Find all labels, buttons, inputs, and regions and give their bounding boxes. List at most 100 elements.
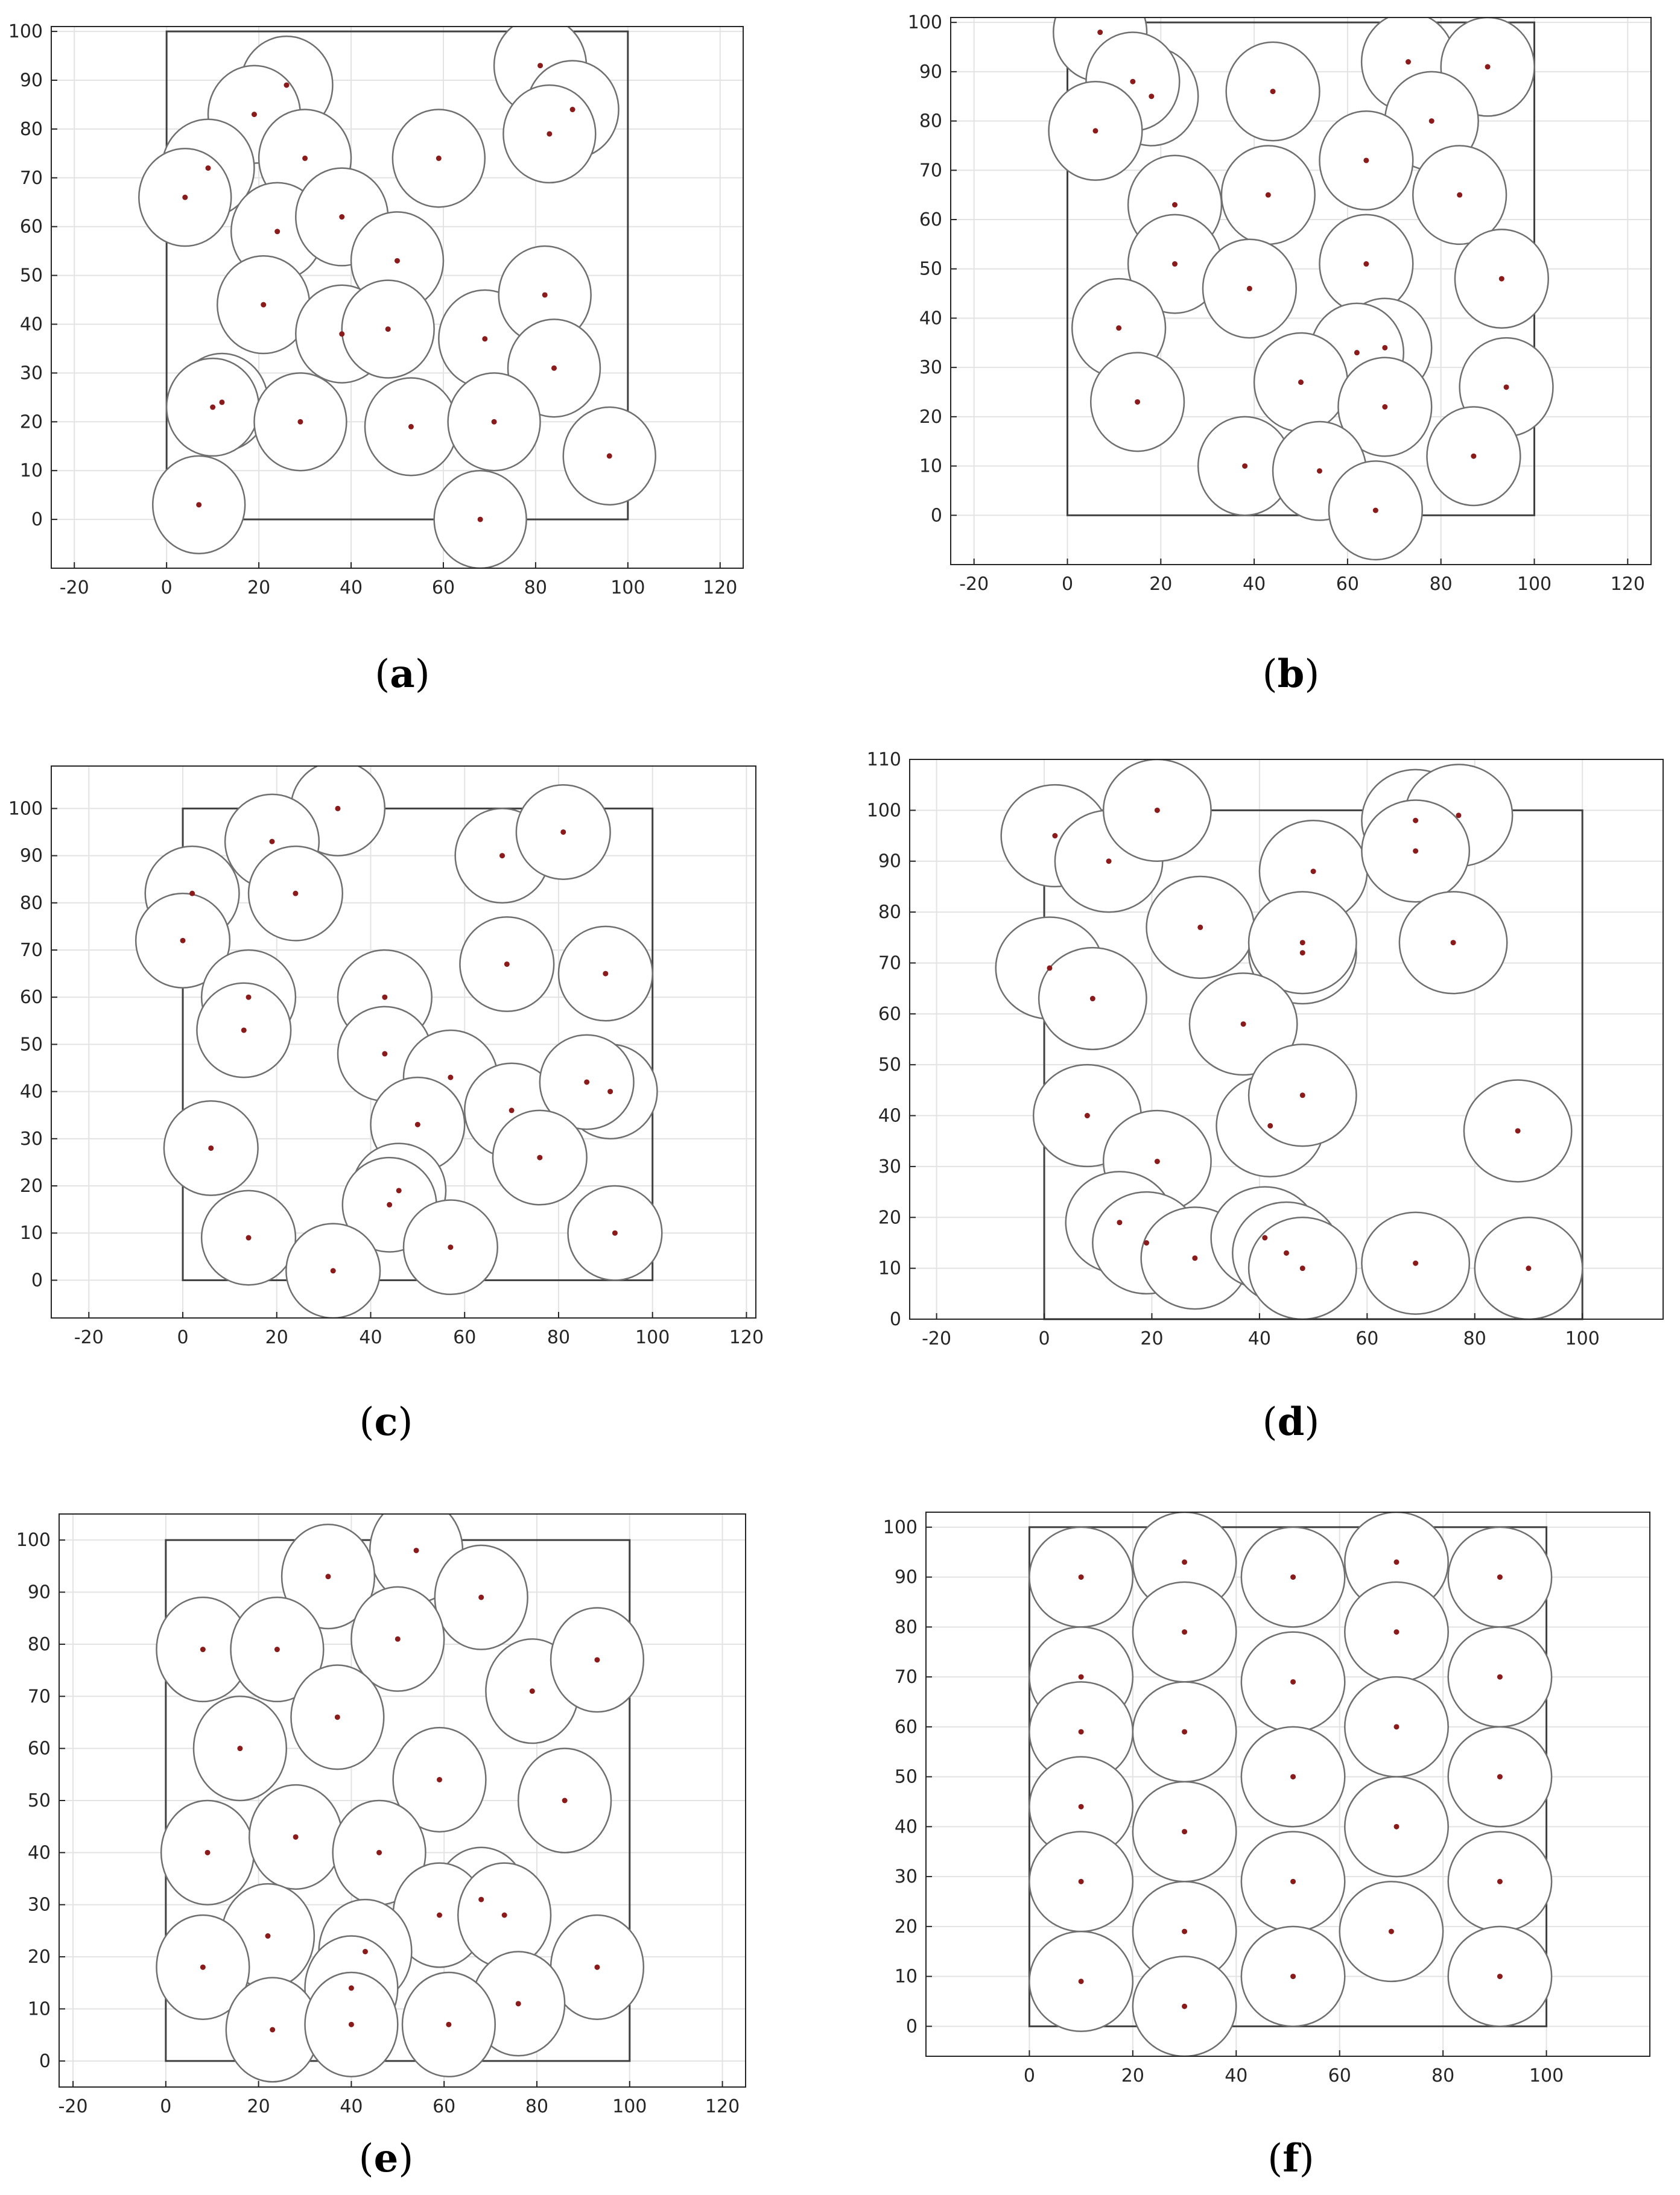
center-point [180,937,186,943]
y-tick-label: 30 [919,357,942,378]
panel-label-open: ( [1263,1400,1278,1445]
center-point [603,971,609,977]
center-point [241,1027,247,1033]
y-tick-label: 10 [28,1998,51,2019]
y-tick-label: 50 [28,1790,51,1811]
y-tick-label: 0 [31,1270,43,1291]
panel-label-open: ( [375,652,390,697]
x-tick-label: 0 [1038,1328,1050,1349]
center-point [382,994,388,1000]
x-tick-label: 40 [1243,574,1266,595]
center-point [478,1896,484,1902]
y-tick-label: 20 [20,411,43,432]
center-point [297,419,303,425]
center-point [1515,1128,1521,1134]
center-point [330,1268,336,1274]
center-point [387,1202,393,1208]
center-point [1117,1220,1123,1226]
y-tick-label: 40 [895,1816,918,1837]
center-point [562,1797,568,1804]
y-tick-label: 40 [20,1082,43,1103]
center-point [1299,940,1305,946]
y-tick-label: 90 [28,1582,51,1603]
center-point [325,1574,331,1580]
center-point [501,1912,507,1918]
center-point [1363,157,1369,163]
center-point [1078,1804,1084,1810]
center-point [1172,202,1178,208]
center-point [1382,404,1388,410]
y-tick-label: 70 [20,168,43,189]
y-tick-label: 30 [878,1156,901,1177]
center-point [261,302,267,308]
center-point [499,853,506,859]
center-point [1450,940,1456,946]
y-tick-label: 60 [28,1738,51,1759]
y-tick-label: 100 [8,798,43,819]
panel-label-open: ( [359,2136,374,2181]
center-point [1267,1123,1273,1129]
x-tick-label: 20 [1140,1328,1163,1349]
center-point [1388,1928,1394,1934]
y-tick-label: 90 [878,851,901,872]
circle-group [1029,1512,1553,2056]
y-tick-label: 50 [919,259,942,280]
panel-label-letter: c [375,1399,398,1445]
center-point [1471,453,1477,459]
center-point [529,1688,535,1694]
center-point [1182,1829,1188,1835]
y-tick-label: 100 [16,1530,51,1551]
center-point [362,1948,368,1954]
y-tick-label: 100 [867,800,901,821]
center-point [1092,128,1098,134]
center-point [269,838,275,844]
panel-label-close: ) [1304,1400,1319,1445]
center-point [437,1776,443,1782]
x-tick-label: 60 [1328,2065,1351,2086]
center-point [204,1849,211,1855]
center-point [542,292,548,298]
x-tick-label: 80 [1463,1328,1486,1349]
y-tick-label: 70 [28,1686,51,1707]
center-point [414,1121,420,1127]
center-point [448,1074,454,1080]
y-tick-label: 20 [28,1946,51,1968]
center-point [1298,379,1304,385]
y-tick-label: 60 [895,1717,918,1738]
center-point [1372,507,1378,513]
center-point [1497,1674,1503,1680]
panel-label-letter: d [1278,1399,1305,1445]
center-point [1052,833,1058,839]
center-point [293,890,299,896]
center-point [551,365,557,371]
center-point [339,331,345,337]
x-tick-label: 0 [160,2096,171,2117]
x-tick-label: 80 [524,577,547,598]
panel-label: (b) [1263,651,1320,697]
y-tick-label: 100 [908,12,942,33]
x-tick-label: 60 [1355,1328,1378,1349]
center-point [1084,1113,1090,1119]
y-tick-label: 80 [919,111,942,132]
center-point [1154,1158,1160,1164]
x-tick-label: 40 [340,2096,363,2117]
center-point [189,890,195,896]
center-point [446,2021,452,2027]
y-tick-label: 30 [28,1895,51,1916]
center-point [1497,1574,1503,1580]
center-point [607,1089,613,1095]
center-point [274,1647,280,1653]
y-tick-label: 80 [878,902,901,923]
y-tick-label: 10 [20,1223,43,1244]
panel-label-close: ) [398,1400,413,1445]
y-tick-label: 40 [919,308,942,329]
center-point [251,112,257,118]
circle-group [995,759,1583,1319]
center-point [560,829,566,835]
center-point [1284,1250,1289,1256]
center-point [1135,399,1141,405]
center-point [612,1230,618,1236]
y-tick-label: 100 [8,21,43,42]
